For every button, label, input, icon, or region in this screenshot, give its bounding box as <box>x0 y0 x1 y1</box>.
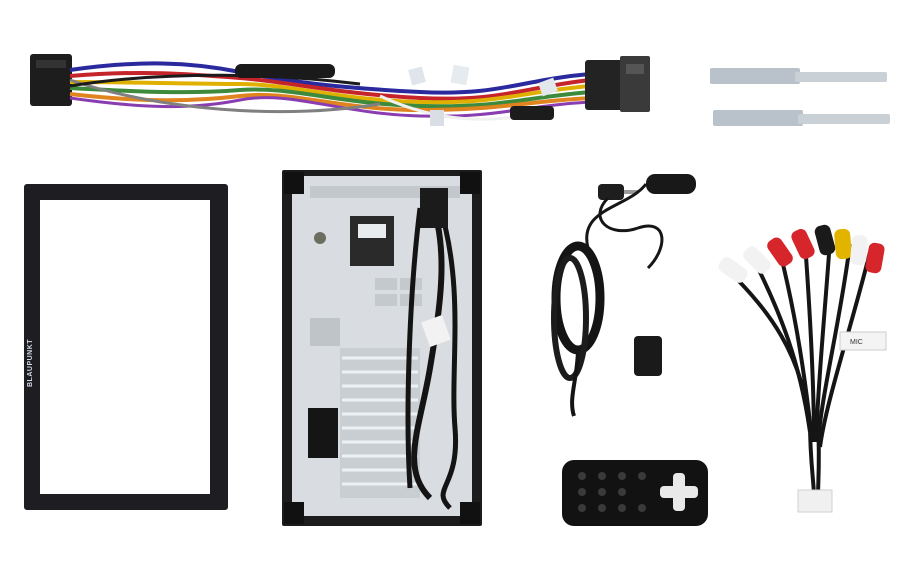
rca-breakout-cable: MIC <box>718 224 887 513</box>
iso-wiring-harness <box>30 54 650 126</box>
head-unit-rear <box>282 170 482 526</box>
trim-frame: BLAUPUNKT <box>24 184 228 510</box>
mounting-bolts <box>710 68 890 126</box>
remote-control <box>562 460 708 526</box>
frame-brand-label: BLAUPUNKT <box>27 339 34 387</box>
external-microphone <box>551 174 696 417</box>
rca-tag-label: MIC <box>850 339 863 346</box>
mic-clip <box>634 336 662 376</box>
